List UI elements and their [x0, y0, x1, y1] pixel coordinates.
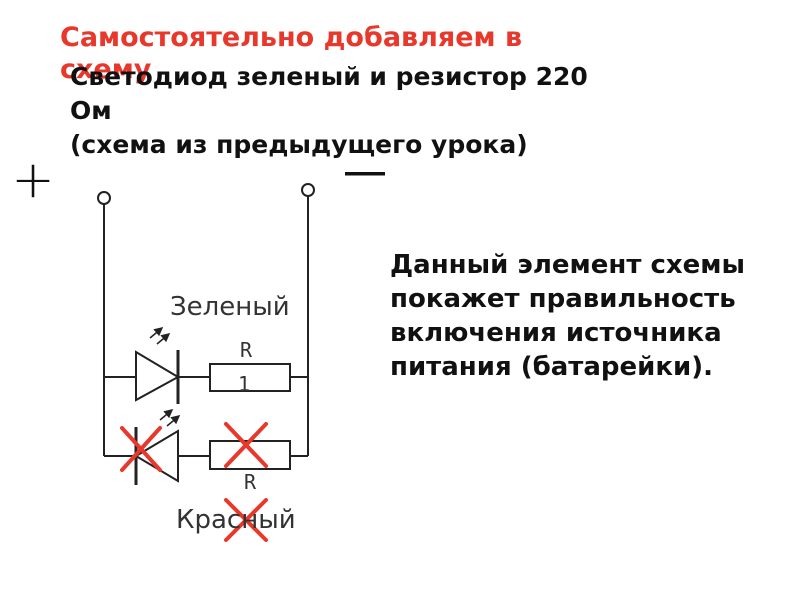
- terminal-minus: [301, 183, 315, 197]
- plus-symbol: +: [11, 150, 55, 210]
- green-led-label: Зеленый: [170, 292, 290, 322]
- cross-mark: [224, 422, 268, 468]
- slide-title-line3: (схема из предыдущего урока): [70, 130, 528, 159]
- resistor-2: [209, 440, 291, 470]
- resistor-2-label-r: R: [244, 470, 257, 494]
- light-arrow-icon: [166, 415, 181, 427]
- explanation-text: Данный элемент схемы покажет правильност…: [390, 250, 746, 382]
- red-led-label: Красный: [176, 505, 296, 535]
- green-led: [135, 327, 181, 404]
- cross-mark: [120, 426, 162, 472]
- terminal-plus: [97, 191, 111, 205]
- resistor-1-label-num: 1: [238, 372, 251, 396]
- slide-title-line2: Ом: [70, 96, 112, 125]
- slide-title: Светодиод зеленый и резистор 220 Ом (схе…: [70, 60, 710, 162]
- light-arrow-icon: [156, 333, 171, 345]
- light-arrow-icon: [159, 409, 174, 421]
- slide-title-line1: Светодиод зеленый и резистор 220: [70, 62, 588, 91]
- light-arrow-icon: [149, 327, 164, 339]
- cross-mark: [224, 498, 268, 542]
- resistor-1-label-r: R: [240, 338, 253, 362]
- slide-title-red: Самостоятельно добавляем в схему: [60, 22, 523, 85]
- minus-symbol: [345, 172, 385, 176]
- wires: [103, 196, 309, 457]
- resistor-1: [209, 363, 291, 392]
